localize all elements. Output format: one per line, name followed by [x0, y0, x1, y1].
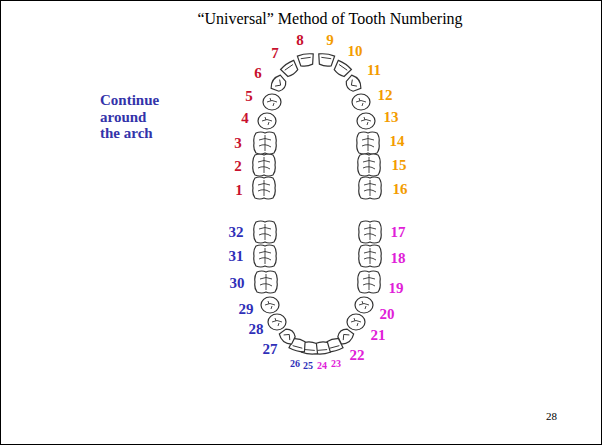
instruction-note: Continue around the arch	[100, 92, 168, 142]
tooth-number: 17	[391, 224, 406, 241]
tooth-number: 1	[235, 182, 243, 199]
tooth-number: 31	[229, 248, 244, 265]
tooth-number: 27	[263, 341, 278, 358]
tooth-number: 12	[378, 87, 393, 104]
tooth-number: 14	[390, 133, 405, 150]
tooth-number: 15	[392, 157, 407, 174]
tooth-number: 29	[239, 301, 254, 318]
slide-title: “Universal” Method of Tooth Numbering	[197, 10, 462, 28]
tooth-number: 20	[380, 306, 395, 323]
tooth-number: 23	[331, 358, 341, 369]
tooth-number: 19	[389, 280, 404, 297]
tooth-number: 2	[234, 158, 242, 175]
tooth-number: 30	[230, 275, 245, 292]
tooth-number: 26	[290, 358, 300, 369]
tooth-number: 18	[391, 250, 406, 267]
tooth-number: 24	[317, 360, 327, 371]
tooth-number: 6	[254, 65, 262, 82]
tooth-number: 5	[245, 88, 253, 105]
tooth-number: 32	[229, 224, 244, 241]
tooth-number: 16	[393, 181, 408, 198]
lower-teeth	[254, 221, 382, 355]
tooth-number: 9	[326, 32, 334, 49]
tooth-number: 13	[384, 109, 399, 126]
tooth-number: 4	[241, 110, 249, 127]
tooth-number: 21	[371, 327, 386, 344]
tooth-number: 8	[296, 32, 304, 49]
tooth-number: 3	[234, 135, 242, 152]
tooth-number: 10	[348, 43, 363, 60]
tooth-number: 11	[367, 62, 381, 79]
tooth-number: 22	[350, 347, 365, 364]
upper-teeth	[253, 53, 382, 199]
page-number: 28	[546, 410, 557, 422]
tooth-number: 28	[249, 321, 264, 338]
tooth-number: 7	[271, 45, 279, 62]
tooth-number: 25	[303, 360, 313, 371]
